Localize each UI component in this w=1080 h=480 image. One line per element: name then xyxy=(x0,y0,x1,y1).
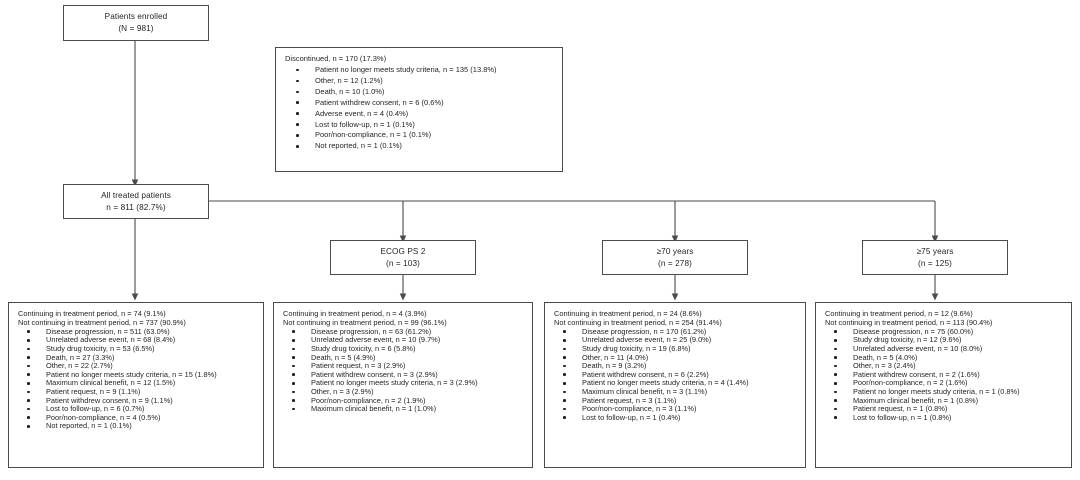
subgroup-label: ≥75 years xyxy=(916,246,954,256)
node-subgroup-age-70-plus: ≥70 years (n = 278) xyxy=(602,240,748,275)
patients-enrolled-label: Patients enrolled xyxy=(104,12,168,22)
list-item: Other, n = 22 (2.7%) xyxy=(16,362,257,370)
list-item: Poor/non-compliance, n = 3 (1.1%) xyxy=(552,405,799,413)
node-outcome-ecog-ps-2: Continuing in treatment period, n = 4 (3… xyxy=(273,302,533,468)
outcome-reason-list: Disease progression, n = 75 (60.0%) Stud… xyxy=(823,327,1065,421)
list-item: Patient no longer meets study criteria, … xyxy=(823,388,1065,395)
list-item: Disease progression, n = 511 (63.0%) xyxy=(16,327,257,335)
list-item: Patient no longer meets study criteria, … xyxy=(283,66,556,74)
list-item: Lost to follow-up, n = 6 (0.7%) xyxy=(16,405,257,413)
subgroup-count: (n = 278) xyxy=(658,258,692,268)
node-all-treated-patients: All treated patients n = 811 (82.7%) xyxy=(63,184,209,219)
list-item: Lost to follow-up, n = 1 (0.8%) xyxy=(823,413,1065,421)
node-subgroup-age-75-plus: ≥75 years (n = 125) xyxy=(862,240,1008,275)
node-outcome-overall: Continuing in treatment period, n = 74 (… xyxy=(8,302,264,468)
list-item: Maximum clinical benefit, n = 1 (1.0%) xyxy=(281,405,526,413)
node-patients-enrolled: Patients enrolled (N = 981) xyxy=(63,5,209,41)
list-item: Patient withdrew consent, n = 2 (1.6%) xyxy=(823,370,1065,378)
patients-enrolled-count: (N = 981) xyxy=(118,24,154,33)
outcome-continuing: Continuing in treatment period, n = 12 (… xyxy=(825,309,973,318)
list-item: Death, n = 5 (4.9%) xyxy=(281,353,526,361)
list-item: Death, n = 9 (3.2%) xyxy=(552,362,799,370)
list-item: Patient withdrew consent, n = 6 (0.6%) xyxy=(283,99,556,107)
outcome-continuing: Continuing in treatment period, n = 24 (… xyxy=(554,309,702,318)
list-item: Patient request, n = 3 (1.1%) xyxy=(552,396,799,404)
list-item: Patient withdrew consent, n = 9 (1.1%) xyxy=(16,396,257,404)
list-item: Maximum clinical benefit, n = 3 (1.1%) xyxy=(552,388,799,395)
list-item: Patient withdrew consent, n = 6 (2.2%) xyxy=(552,370,799,378)
outcome-not-continuing: Not continuing in treatment period, n = … xyxy=(283,317,447,327)
list-item: Poor/non-compliance, n = 4 (0.5%) xyxy=(16,413,257,421)
list-item: Patient no longer meets study criteria, … xyxy=(281,379,526,387)
list-item: Lost to follow-up, n = 1 (0.4%) xyxy=(552,413,799,421)
list-item: Other, n = 12 (1.2%) xyxy=(283,77,556,85)
list-item: Study drug toxicity, n = 12 (9.6%) xyxy=(823,336,1065,344)
subgroup-count: (n = 103) xyxy=(386,258,420,268)
list-item: Patient withdrew consent, n = 3 (2.9%) xyxy=(281,370,526,378)
outcome-reason-list: Disease progression, n = 63 (61.2%) Unre… xyxy=(281,327,526,413)
outcome-not-continuing: Not continuing in treatment period, n = … xyxy=(825,317,993,327)
list-item: Patient request, n = 3 (2.9%) xyxy=(281,362,526,370)
node-subgroup-ecog-ps-2: ECOG PS 2 (n = 103) xyxy=(330,240,476,275)
all-treated-count: n = 811 (82.7%) xyxy=(106,202,166,212)
list-item: Death, n = 5 (4.0%) xyxy=(823,353,1065,361)
all-treated-label: All treated patients xyxy=(101,190,171,200)
list-item: Poor/non-compliance, n = 2 (1.9%) xyxy=(281,396,526,404)
list-item: Unrelated adverse event, n = 10 (9.7%) xyxy=(281,336,526,344)
outcome-reason-list: Disease progression, n = 170 (61.2%) Unr… xyxy=(552,327,799,421)
outcome-continuing: Continuing in treatment period, n = 4 (3… xyxy=(283,309,427,318)
node-outcome-age-70-plus: Continuing in treatment period, n = 24 (… xyxy=(544,302,806,468)
list-item: Adverse event, n = 4 (0.4%) xyxy=(283,110,556,118)
list-item: Not reported, n = 1 (0.1%) xyxy=(283,142,556,150)
outcome-reason-list: Disease progression, n = 511 (63.0%) Unr… xyxy=(16,327,257,430)
discontinued-reason-list: Patient no longer meets study criteria, … xyxy=(283,66,556,150)
node-discontinued: Discontinued, n = 170 (17.3%) Patient no… xyxy=(275,47,563,172)
list-item: Unrelated adverse event, n = 10 (8.0%) xyxy=(823,345,1065,352)
list-item: Maximum clinical benefit, n = 1 (0.8%) xyxy=(823,396,1065,404)
list-item: Other, n = 11 (4.0%) xyxy=(552,353,799,361)
list-item: Patient request, n = 9 (1.1%) xyxy=(16,388,257,395)
list-item: Other, n = 3 (2.4%) xyxy=(823,362,1065,370)
list-item: Maximum clinical benefit, n = 12 (1.5%) xyxy=(16,379,257,387)
discontinued-header: Discontinued, n = 170 (17.3%) xyxy=(285,54,387,63)
list-item: Death, n = 27 (3.3%) xyxy=(16,353,257,361)
outcome-not-continuing: Not continuing in treatment period, n = … xyxy=(554,317,722,327)
list-item: Unrelated adverse event, n = 68 (8.4%) xyxy=(16,336,257,344)
outcome-continuing: Continuing in treatment period, n = 74 (… xyxy=(18,309,166,318)
outcome-not-continuing: Not continuing in treatment period, n = … xyxy=(18,317,186,327)
list-item: Study drug toxicity, n = 19 (6.8%) xyxy=(552,345,799,352)
list-item: Poor/non-compliance, n = 2 (1.6%) xyxy=(823,379,1065,387)
list-item: Study drug toxicity, n = 6 (5.8%) xyxy=(281,345,526,352)
list-item: Lost to follow-up, n = 1 (0.1%) xyxy=(283,121,556,129)
subgroup-count: (n = 125) xyxy=(918,258,952,268)
list-item: Patient request, n = 1 (0.8%) xyxy=(823,405,1065,413)
list-item: Disease progression, n = 75 (60.0%) xyxy=(823,327,1065,335)
list-item: Unrelated adverse event, n = 25 (9.0%) xyxy=(552,336,799,344)
list-item: Death, n = 10 (1.0%) xyxy=(283,88,556,96)
list-item: Patient no longer meets study criteria, … xyxy=(552,379,799,387)
subgroup-label: ≥70 years xyxy=(656,246,694,256)
list-item: Disease progression, n = 170 (61.2%) xyxy=(552,327,799,335)
list-item: Study drug toxicity, n = 53 (6.5%) xyxy=(16,345,257,352)
list-item: Not reported, n = 1 (0.1%) xyxy=(16,422,257,430)
list-item: Poor/non-compliance, n = 1 (0.1%) xyxy=(283,131,556,139)
subgroup-label: ECOG PS 2 xyxy=(380,246,426,256)
list-item: Disease progression, n = 63 (61.2%) xyxy=(281,327,526,335)
node-outcome-age-75-plus: Continuing in treatment period, n = 12 (… xyxy=(815,302,1072,468)
list-item: Other, n = 3 (2.9%) xyxy=(281,388,526,395)
list-item: Patient no longer meets study criteria, … xyxy=(16,370,257,378)
